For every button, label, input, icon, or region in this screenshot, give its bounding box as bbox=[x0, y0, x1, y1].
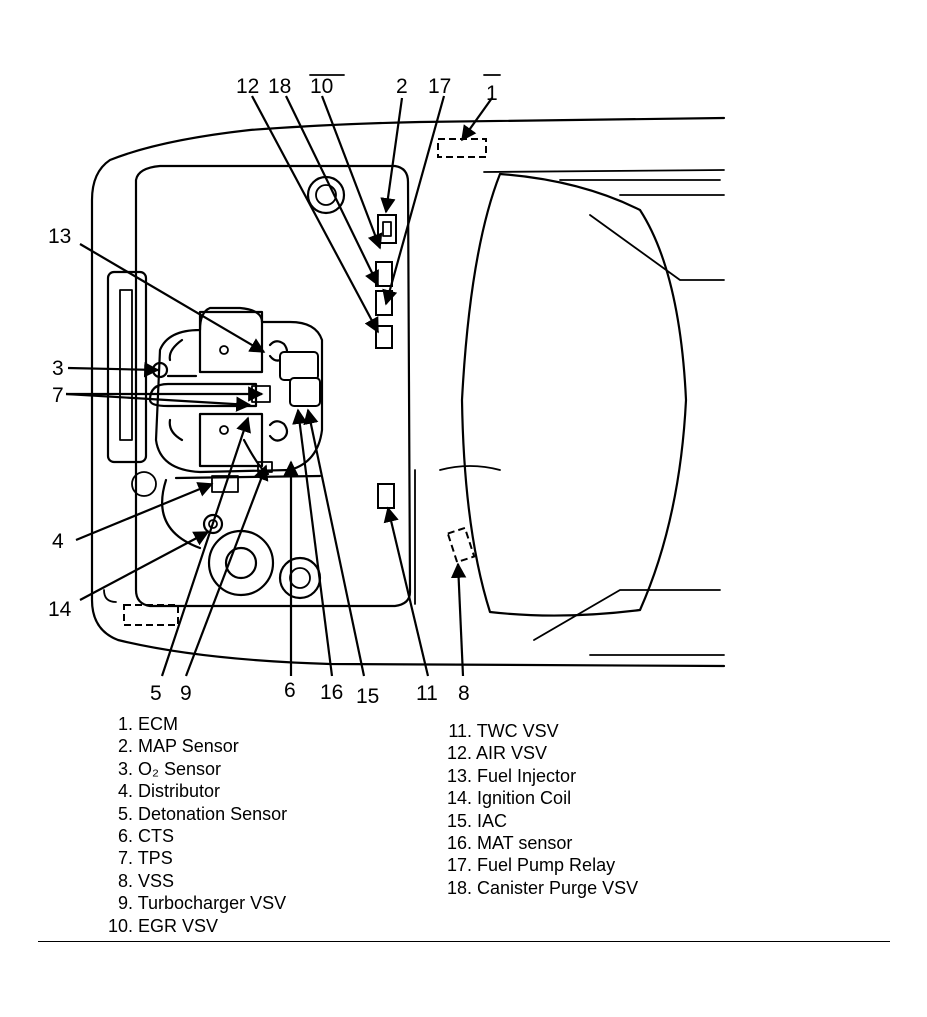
legend-label: AIR VSV bbox=[476, 743, 548, 764]
legend-item: 11. TWC VSV bbox=[440, 720, 638, 742]
legend-label: CTS bbox=[138, 826, 175, 847]
legend-label: Canister Purge VSV bbox=[477, 877, 639, 898]
legend-number: 17. bbox=[446, 855, 472, 876]
legend-number: 2. bbox=[117, 736, 133, 757]
legend-item: 2. MAP Sensor bbox=[108, 735, 287, 757]
callout-5: 5 bbox=[150, 682, 162, 705]
legend-number: 5. bbox=[117, 803, 133, 824]
legend-item: 10. EGR VSV bbox=[108, 915, 287, 937]
legend-item: 3. O₂ Sensor bbox=[108, 758, 287, 780]
radiator bbox=[106, 270, 148, 464]
legend-label: MAT sensor bbox=[477, 833, 573, 854]
legend-number: 4. bbox=[117, 781, 133, 802]
legend-item: 13. Fuel Injector bbox=[440, 765, 638, 787]
callout-17: 17 bbox=[428, 75, 451, 98]
legend-item: 1. ECM bbox=[108, 713, 287, 735]
callout-11: 11 bbox=[416, 682, 438, 705]
callout-12: 12 bbox=[236, 75, 259, 98]
ignition-coil-dashed-outline bbox=[123, 604, 179, 626]
legend-label: Fuel Injector bbox=[477, 765, 577, 786]
legend-label: Turbocharger VSV bbox=[137, 893, 287, 914]
legend-item: 16. MAT sensor bbox=[440, 832, 638, 854]
legend-number: 8. bbox=[117, 870, 133, 891]
legend-item: 12. AIR VSV bbox=[440, 742, 638, 764]
legend-label: EGR VSV bbox=[138, 915, 219, 936]
callout-2: 2 bbox=[396, 75, 408, 98]
legend-item: 6. CTS bbox=[108, 825, 287, 847]
legend-item: 15. IAC bbox=[440, 810, 638, 832]
legend-number: 10. bbox=[108, 915, 134, 936]
leader-lines bbox=[65, 95, 493, 677]
legend-label: MAP Sensor bbox=[138, 736, 239, 757]
legend-number: 15. bbox=[446, 810, 472, 831]
legend-number: 3. bbox=[117, 758, 133, 779]
legend-label: Fuel Pump Relay bbox=[477, 855, 616, 876]
car-body-outline bbox=[90, 116, 726, 668]
legend-number: 9. bbox=[117, 893, 133, 914]
legend-label: TWC VSV bbox=[476, 721, 559, 741]
legend-number: 14. bbox=[446, 788, 472, 809]
callout-18: 18 bbox=[268, 75, 291, 98]
legend-left-column: 1. ECM 2. MAP Sensor 3. O₂ Sensor 4. Dis… bbox=[108, 713, 287, 937]
legend-number: 7. bbox=[117, 848, 133, 869]
engine-block bbox=[148, 306, 324, 550]
vsv-relay-boxes bbox=[375, 214, 397, 509]
callout-6: 6 bbox=[284, 679, 296, 702]
legend-item: 4. Distributor bbox=[108, 780, 287, 802]
callout-14: 14 bbox=[48, 598, 72, 621]
callout-1: 1 bbox=[486, 82, 498, 105]
legend-number: 11. bbox=[448, 721, 472, 741]
legend-right-column: 11. TWC VSV 12. AIR VSV 13. Fuel Injecto… bbox=[440, 720, 638, 899]
callout-9: 9 bbox=[180, 682, 192, 705]
legend-label: Ignition Coil bbox=[477, 788, 572, 809]
legend-label: Detonation Sensor bbox=[138, 803, 288, 824]
legend-label: TPS bbox=[137, 848, 173, 869]
legend-item: 8. VSS bbox=[108, 870, 287, 892]
legend-item: 5. Detonation Sensor bbox=[108, 803, 287, 825]
legend-item: 9. Turbocharger VSV bbox=[108, 892, 287, 914]
callout-3: 3 bbox=[52, 357, 64, 380]
ecm-dashed-outline bbox=[437, 138, 487, 158]
legend-label: IAC bbox=[477, 810, 508, 831]
legend-item: 17. Fuel Pump Relay bbox=[440, 854, 638, 876]
vss-dashed-outline bbox=[446, 526, 476, 564]
legend-item: 14. Ignition Coil bbox=[440, 787, 638, 809]
callout-15: 15 bbox=[356, 685, 379, 708]
callout-10: 10 bbox=[310, 75, 333, 98]
legend-number: 13. bbox=[446, 765, 472, 786]
legend-label: Distributor bbox=[138, 781, 221, 802]
callout-8: 8 bbox=[458, 682, 470, 705]
legend-number: 16. bbox=[446, 833, 472, 854]
legend-number: 6. bbox=[117, 826, 133, 847]
callout-4: 4 bbox=[52, 530, 64, 553]
legend-label: ECM bbox=[138, 714, 179, 734]
legend-number: 12. bbox=[446, 743, 472, 764]
legend-number: 1. bbox=[117, 714, 133, 734]
legend-label: VSS bbox=[138, 870, 175, 891]
legend-number: 18. bbox=[446, 877, 472, 898]
callout-13: 13 bbox=[48, 225, 71, 248]
callout-16: 16 bbox=[320, 681, 343, 704]
legend-item: 18. Canister Purge VSV bbox=[440, 877, 638, 899]
legend-label: O₂ Sensor bbox=[138, 758, 222, 779]
callout-7: 7 bbox=[52, 384, 64, 407]
legend-item: 7. TPS bbox=[108, 847, 287, 869]
bottom-divider bbox=[38, 941, 890, 942]
